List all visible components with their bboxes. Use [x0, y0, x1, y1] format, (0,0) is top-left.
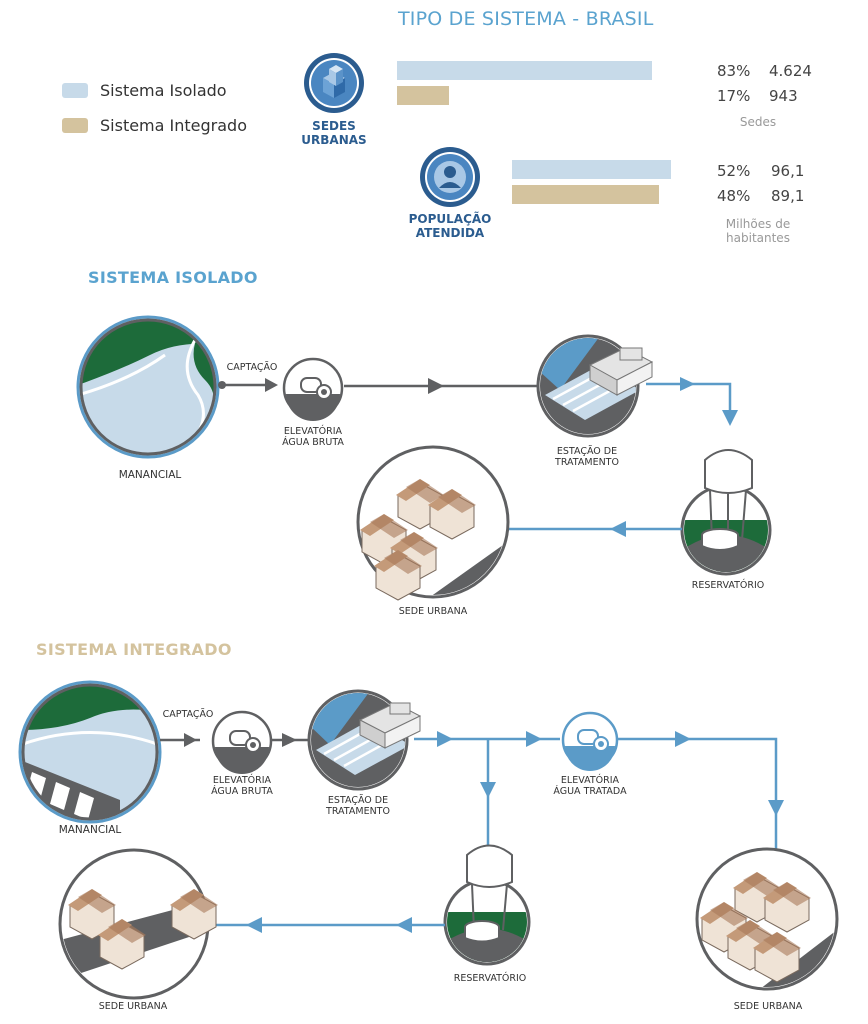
label-reservatorio-integrado: RESERVATÓRIO: [453, 973, 527, 984]
label-captacao-integrado: CAPTAÇÃO: [162, 709, 214, 720]
label-manancial-integrado: MANANCIAL: [58, 824, 122, 836]
estacao-tratamento-icon: [536, 334, 654, 438]
category-label-populacao: POPULAÇÃO ATENDIDA: [408, 212, 492, 240]
bar-populacao-integrado: [512, 185, 659, 204]
estacao-tratamento-integrado-icon: [307, 689, 422, 791]
label-captacao-isolado: CAPTAÇÃO: [226, 362, 278, 373]
buildings-icon: [303, 52, 365, 114]
section-title-integrado: SISTEMA INTEGRADO: [36, 640, 232, 659]
legend-item-integrado: Sistema Integrado: [62, 116, 247, 135]
elevatoria-tratada-pump-icon: [561, 711, 619, 773]
legend-item-isolado: Sistema Isolado: [62, 81, 227, 100]
sede-urbana-right-houses-icon: [695, 847, 839, 991]
bar-sedes-isolado: [397, 61, 652, 80]
manancial-river-icon: [76, 315, 220, 459]
label-sede-right-integrado: SEDE URBANA: [733, 1001, 803, 1012]
legend-swatch-integrado: [62, 118, 88, 133]
label-reservatorio-isolado: RESERVATÓRIO: [691, 580, 765, 591]
category-label-sedes: SEDES URBANAS: [301, 119, 367, 147]
manancial-dam-icon: [18, 680, 162, 824]
elevatoria-pump-icon: [282, 357, 344, 423]
label-elevatoria-tratada-integrado: ELEVATÓRIA ÁGUA TRATADA: [553, 775, 627, 797]
label-estacao-isolado: ESTAÇÃO DE TRATAMENTO: [555, 446, 619, 468]
bar-populacao-isolado: [512, 160, 671, 179]
sede-urbana-houses-icon: [356, 445, 510, 601]
stat-percent-populacao-isolado: 52%: [717, 162, 751, 180]
stat-value-populacao-isolado: 96,1: [771, 162, 805, 180]
sede-urbana-left-houses-icon: [58, 848, 219, 1000]
person-icon: [419, 146, 481, 208]
unit-populacao: Milhões de habitantes: [725, 217, 791, 245]
bar-sedes-integrado: [397, 86, 449, 105]
reservatorio-integrado-tower-icon: [443, 844, 531, 966]
stat-value-sedes-integrado: 943: [769, 87, 798, 105]
label-elevatoria-isolado: ELEVATÓRIA ÁGUA BRUTA: [282, 426, 344, 448]
legend-label-integrado: Sistema Integrado: [100, 116, 247, 135]
label-sede-left-integrado: SEDE URBANA: [98, 1001, 168, 1012]
label-sede-isolado: SEDE URBANA: [398, 606, 468, 617]
section-title-isolado: SISTEMA ISOLADO: [88, 268, 258, 287]
legend-label-isolado: Sistema Isolado: [100, 81, 227, 100]
stat-percent-populacao-integrado: 48%: [717, 187, 751, 205]
label-elevatoria-bruta-integrado: ELEVATÓRIA ÁGUA BRUTA: [211, 775, 273, 797]
legend-swatch-isolado: [62, 83, 88, 98]
page-title: TIPO DE SISTEMA - BRASIL: [398, 8, 654, 30]
reservatorio-tower-icon: [680, 449, 772, 576]
elevatoria-bruta-pump-icon: [211, 710, 273, 776]
unit-sedes: Sedes: [739, 115, 777, 129]
stat-value-populacao-integrado: 89,1: [771, 187, 805, 205]
stat-value-sedes-isolado: 4.624: [769, 62, 812, 80]
label-estacao-integrado: ESTAÇÃO DE TRATAMENTO: [326, 795, 390, 817]
label-manancial-isolado: MANANCIAL: [118, 469, 182, 481]
stat-percent-sedes-isolado: 83%: [717, 62, 751, 80]
stat-percent-sedes-integrado: 17%: [717, 87, 751, 105]
